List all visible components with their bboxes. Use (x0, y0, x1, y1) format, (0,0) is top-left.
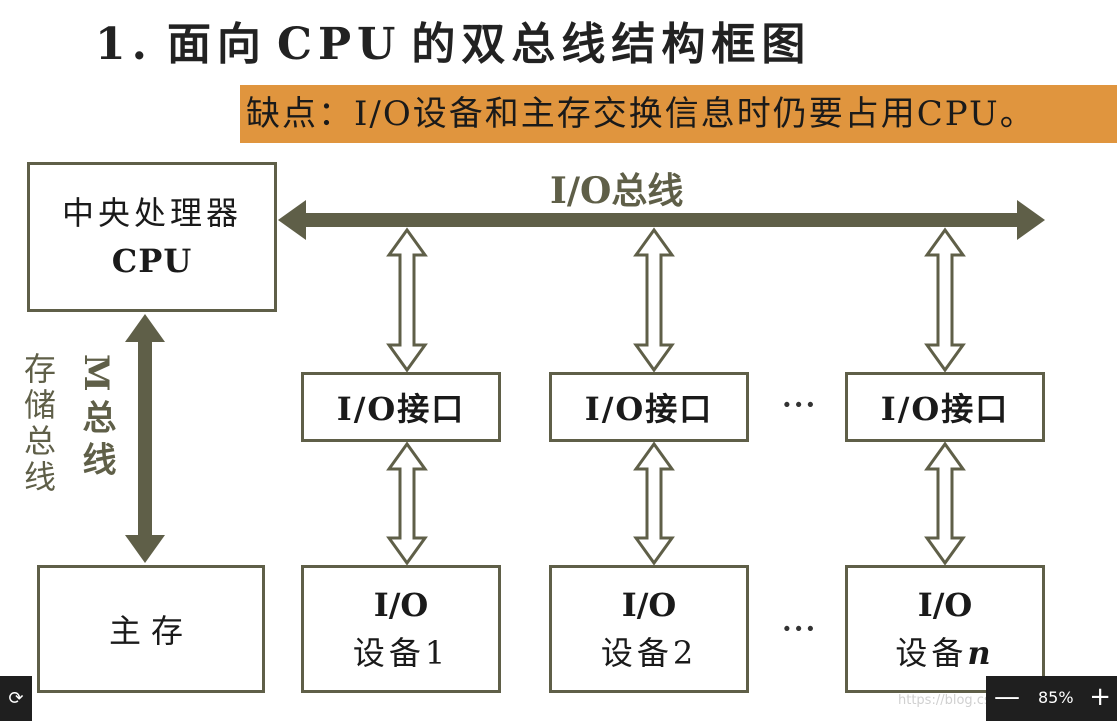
rotate-button[interactable]: ⟳ (0, 676, 32, 721)
zoom-in-button[interactable]: + (1089, 682, 1111, 712)
io-device-label: I/O (917, 586, 973, 624)
bus-to-interface-2-arrow (633, 227, 675, 373)
rotate-icon: ⟳ (8, 688, 24, 709)
io-device-2: I/O 设备2 (549, 565, 749, 693)
memory-bus-label: 存储总线 (19, 352, 57, 496)
io-interface-n: I/O接口 (845, 372, 1045, 442)
drawback-banner: 缺点：I/O设备和主存交换信息时仍要占用CPU。 (240, 85, 1117, 143)
io-device-1: I/O 设备1 (301, 565, 501, 693)
io-device-label: I/O (621, 586, 677, 624)
cpu-abbrev: CPU (111, 242, 193, 280)
device-index-n: n (967, 634, 995, 672)
io-bus-arrow (278, 200, 1045, 240)
memory-bus-arrow (125, 314, 165, 563)
io-device-name: 设备1 (352, 634, 450, 672)
io-interface-1: I/O接口 (301, 372, 501, 442)
io-bus-label: I/O总线 (550, 170, 684, 212)
io-device-name: 设备2 (600, 634, 698, 672)
io-interface-2: I/O接口 (549, 372, 749, 442)
bus-to-interface-n-arrow (924, 227, 966, 373)
title-suffix: 的双总线结构框图 (411, 19, 812, 70)
bus-to-interface-1-arrow (386, 227, 428, 373)
io-device-name: 设备n (895, 634, 995, 672)
device-ellipsis: ··· (782, 612, 818, 645)
title-cpu: CPU (276, 19, 402, 70)
main-memory-box: 主存 (37, 565, 265, 693)
zoom-out-button[interactable]: — (994, 682, 1020, 712)
m-bus-label: M总线 (76, 354, 116, 484)
interface-to-device-n-arrow (924, 441, 966, 566)
io-device-n: I/O 设备n (845, 565, 1045, 693)
zoom-control: — 85% + (986, 676, 1117, 721)
zoom-level: 85% (1038, 688, 1074, 707)
io-interface-label: I/O接口 (584, 390, 714, 428)
main-memory-label: 主存 (108, 612, 193, 650)
io-device-label: I/O (373, 586, 429, 624)
io-interface-label: I/O接口 (880, 390, 1010, 428)
cpu-label: 中央处理器 (61, 194, 242, 232)
interface-ellipsis: ··· (782, 388, 818, 421)
cpu-box: 中央处理器 CPU (27, 162, 277, 312)
title-prefix: 面向 (166, 19, 267, 70)
interface-to-device-2-arrow (633, 441, 675, 566)
interface-to-device-1-arrow (386, 441, 428, 566)
io-interface-label: I/O接口 (336, 390, 466, 428)
title-number: 1. (95, 19, 153, 70)
